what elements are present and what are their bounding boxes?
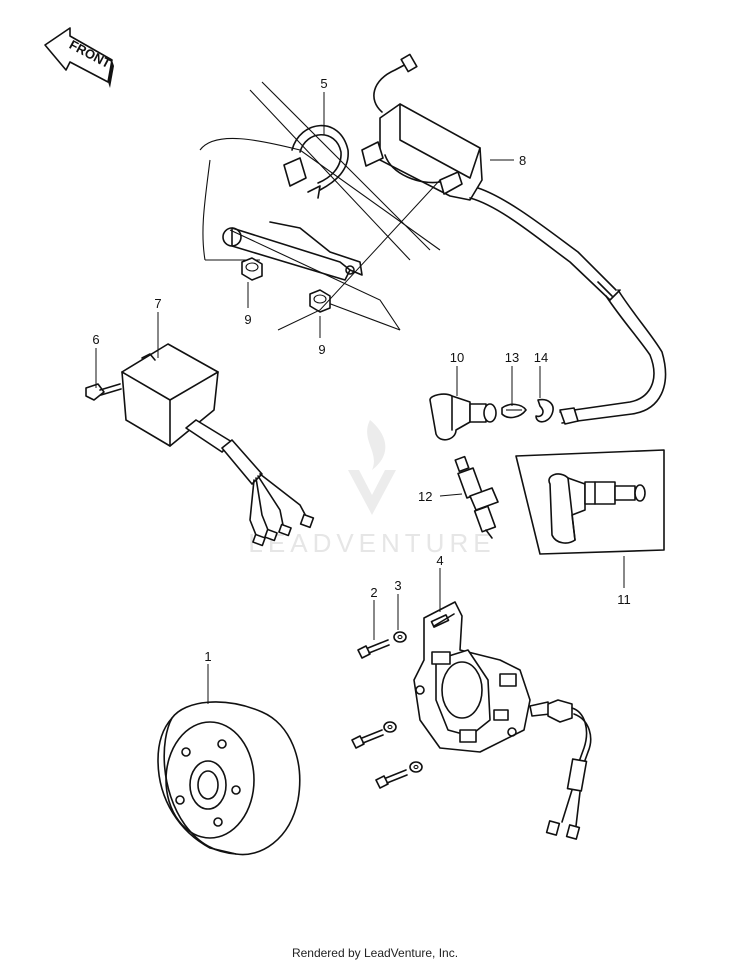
callout-8: 8 — [519, 153, 526, 168]
callout-9b: 9 — [318, 342, 325, 357]
nut-9a — [241, 257, 263, 281]
stator-assembly — [413, 601, 592, 840]
ignition-coil — [361, 53, 667, 425]
callout-14: 14 — [534, 350, 548, 365]
seal-13 — [501, 403, 527, 419]
screw-2c — [375, 769, 408, 789]
callout-6: 6 — [92, 332, 99, 347]
clamp-band — [283, 124, 349, 199]
callout-13: 13 — [505, 350, 519, 365]
front-arrow-icon: FRONT — [44, 27, 114, 88]
cdi-unit — [121, 343, 315, 547]
nut-9b — [309, 289, 331, 313]
spark-plug-cap — [429, 393, 497, 441]
callout-5: 5 — [320, 76, 327, 91]
screw-2a — [357, 639, 390, 659]
callout-3: 3 — [394, 578, 401, 593]
retainer-14 — [535, 398, 554, 423]
callout-10: 10 — [450, 350, 464, 365]
washer-3a — [393, 631, 407, 643]
footer-credit: Rendered by LeadVenture, Inc. — [291, 946, 459, 960]
mounting-bracket — [222, 221, 363, 281]
callout-2: 2 — [370, 585, 377, 600]
callout-7: 7 — [154, 296, 161, 311]
screw-2b — [351, 729, 384, 749]
inset-box — [515, 449, 665, 555]
leader-lines — [95, 92, 625, 704]
callout-12: 12 — [418, 489, 432, 504]
callout-9a: 9 — [244, 312, 251, 327]
watermark: LEADVENTURE — [248, 420, 491, 558]
washer-3b — [383, 721, 397, 733]
flywheel-rotor — [157, 701, 301, 856]
callout-1: 1 — [204, 649, 211, 664]
bolt-6 — [85, 383, 122, 401]
washer-3c — [409, 761, 423, 773]
callout-labels: 5 8 7 9 9 6 10 13 14 12 11 4 2 3 1 — [92, 76, 630, 664]
spark-plug — [454, 455, 499, 539]
callout-11: 11 — [617, 592, 631, 607]
callout-4: 4 — [436, 553, 443, 568]
